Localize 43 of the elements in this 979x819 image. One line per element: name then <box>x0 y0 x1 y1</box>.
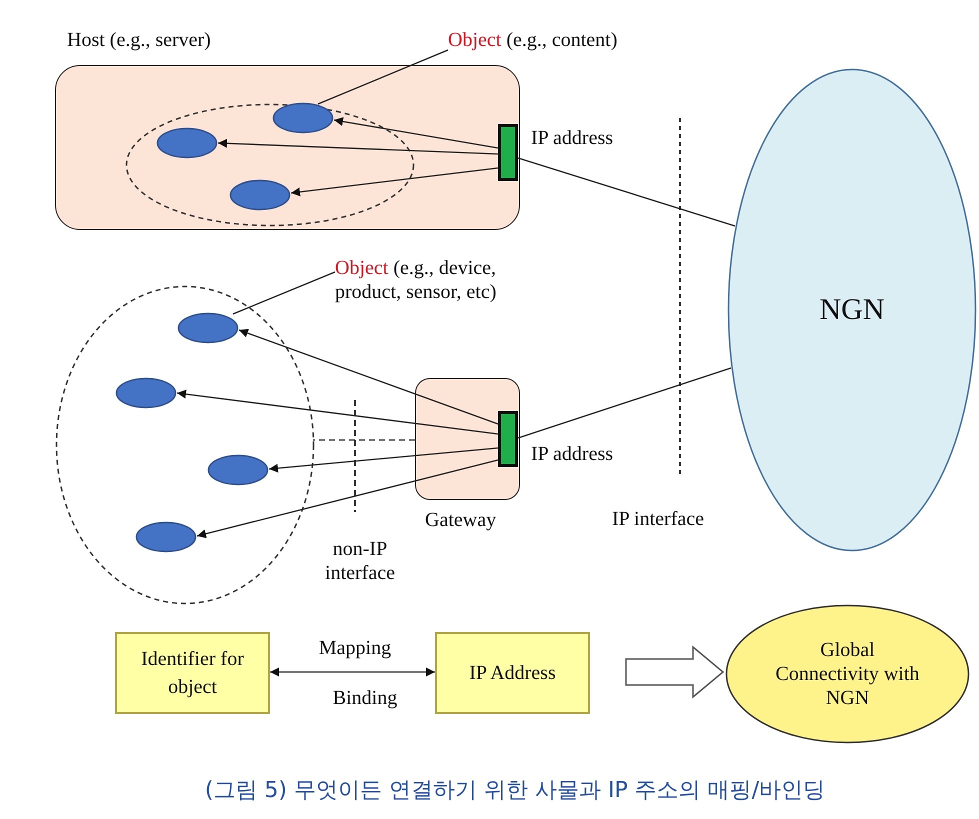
node-label: IP Address <box>468 661 557 686</box>
object-ellipse <box>207 454 269 486</box>
connector-line <box>518 367 732 439</box>
arrow <box>238 328 498 425</box>
object-label: Object (e.g., device, product, sensor, etc) <box>335 256 555 304</box>
dashed-line <box>313 439 415 441</box>
object-ellipse <box>135 521 197 553</box>
identifier-box <box>115 632 270 714</box>
object-label: Object (e.g., content) <box>448 28 678 52</box>
node-label: NGN <box>818 292 886 328</box>
connector-line <box>518 157 736 227</box>
dashed-group-ellipse <box>55 285 315 605</box>
gateway-title: Gateway <box>425 508 496 532</box>
arrow <box>218 138 498 155</box>
node-label: Global Connectivity with NGN <box>775 638 920 710</box>
arrow <box>334 117 498 149</box>
dashed-group-ellipse <box>125 103 415 227</box>
text-label: Binding <box>332 686 398 710</box>
arrow <box>290 167 498 196</box>
block-arrow <box>625 645 724 699</box>
connectivity-ellipse <box>725 604 970 744</box>
arrow <box>268 447 498 473</box>
object-ellipse <box>272 102 334 134</box>
host-title: Host (e.g., server) <box>67 28 211 52</box>
port-label: IP address <box>531 442 614 466</box>
connector-line <box>232 271 336 315</box>
connector-line <box>318 49 448 105</box>
ip-port-bar <box>498 411 518 467</box>
text-label: IP interface <box>612 507 705 531</box>
text-label: non-IP interface <box>324 537 396 585</box>
figure-caption: (그림 5) 무엇이든 연결하기 위한 사물과 IP 주소의 매핑/바인딩 <box>204 777 826 805</box>
node-label: Identifier for object <box>140 647 245 700</box>
object-ellipse <box>156 127 218 159</box>
object-ellipse <box>177 312 239 344</box>
object-ellipse <box>115 377 177 409</box>
port-label: IP address <box>531 126 614 150</box>
arrow <box>270 668 435 676</box>
object-ellipse <box>229 179 291 211</box>
network-ellipse <box>727 68 977 552</box>
ip-port-bar <box>498 124 518 181</box>
arrow <box>196 459 498 538</box>
arrow <box>176 390 498 435</box>
ip-address-box <box>435 632 590 714</box>
